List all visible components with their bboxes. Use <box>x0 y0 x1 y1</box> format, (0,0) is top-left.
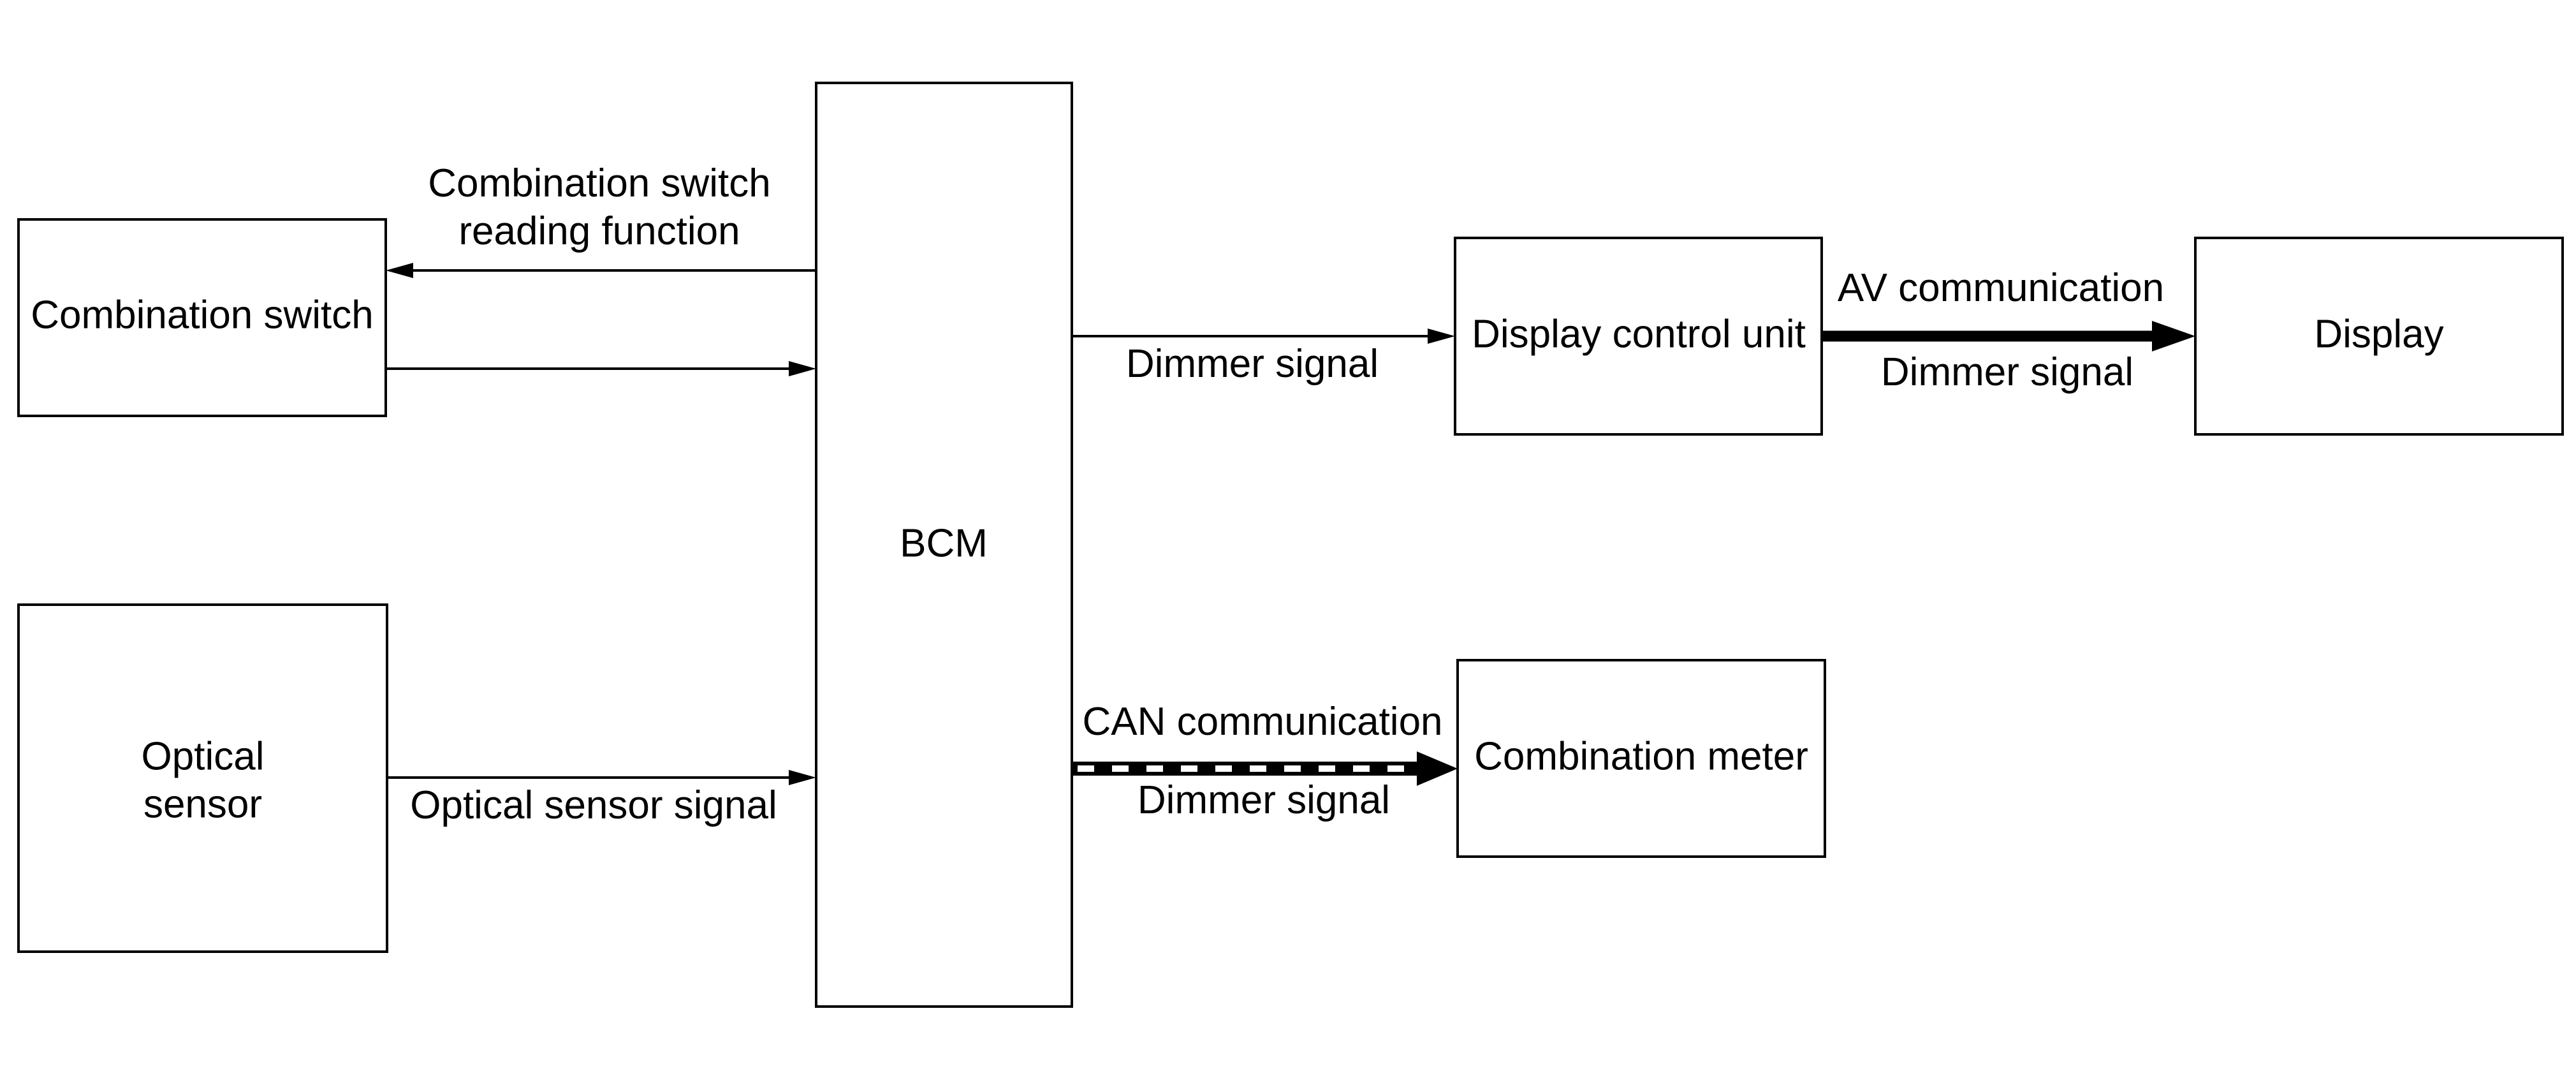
bcm-block: BCM <box>815 82 1073 1008</box>
dcu-to-display-label: Dimmer signal <box>1881 350 2133 394</box>
arrowhead-right-icon <box>2152 321 2195 351</box>
reading-function-label-line1: Combination switch <box>428 161 771 205</box>
reading-function-arrow <box>386 263 816 278</box>
optical-sensor-label-line2: sensor <box>143 782 262 826</box>
display-control-unit-label: Display control unit <box>1472 312 1806 356</box>
av-communication-label: AV communication <box>1838 266 2164 310</box>
arrowhead-right-icon <box>1428 328 1455 344</box>
optical-sensor-block: Optical sensor <box>17 603 388 953</box>
arrowhead-left-icon <box>386 263 413 278</box>
can-communication-arrow <box>1072 751 1458 786</box>
reading-function-label-line2: reading function <box>458 209 740 253</box>
combination-switch-block: Combination switch <box>17 218 387 417</box>
optical-sensor-signal-label: Optical sensor signal <box>410 783 777 827</box>
bcm-to-dcu-label: Dimmer signal <box>1126 342 1379 386</box>
bcm-label: BCM <box>900 521 988 565</box>
av-communication-arrow <box>1822 321 2195 351</box>
display-label: Display <box>2314 312 2443 356</box>
optical-sensor-signal-arrow <box>387 770 816 785</box>
arrowhead-right-icon <box>1417 751 1458 786</box>
combination-meter-block: Combination meter <box>1456 659 1826 858</box>
arrowhead-right-icon <box>789 770 816 785</box>
combination-meter-label: Combination meter <box>1474 734 1808 778</box>
bcm-to-meter-label: Dimmer signal <box>1138 778 1390 822</box>
switch-to-bcm-arrow <box>386 361 816 376</box>
can-communication-label: CAN communication <box>1082 700 1442 744</box>
display-block: Display <box>2194 237 2564 436</box>
bcm-to-dcu-arrow <box>1072 328 1455 344</box>
combination-switch-label: Combination switch <box>31 293 374 337</box>
display-control-unit-block: Display control unit <box>1454 237 1823 436</box>
arrowhead-right-icon <box>789 361 816 376</box>
optical-sensor-label-line1: Optical <box>142 734 265 778</box>
